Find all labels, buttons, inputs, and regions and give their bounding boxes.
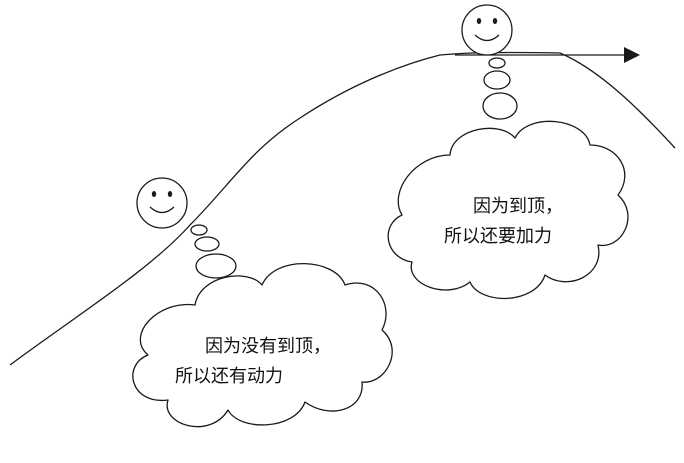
thought-bubbles-lower <box>190 224 237 279</box>
arrow-right-icon <box>624 47 640 63</box>
lower-thought-line-2: 所以还有动力 <box>175 366 283 387</box>
hill-curve <box>9 51 676 366</box>
upper-thought-line-2: 所以还要加力 <box>444 226 552 247</box>
thought-bubbles-upper <box>482 57 518 120</box>
upper-thought-line-1: 因为到顶， <box>473 196 563 217</box>
lower-thought-line-1: 因为没有到顶， <box>205 336 331 357</box>
smiley-face-icon <box>461 4 513 56</box>
smiley-face-icon <box>136 177 188 229</box>
thought-cloud-upper <box>387 120 629 300</box>
thought-cloud-lower <box>132 262 393 428</box>
